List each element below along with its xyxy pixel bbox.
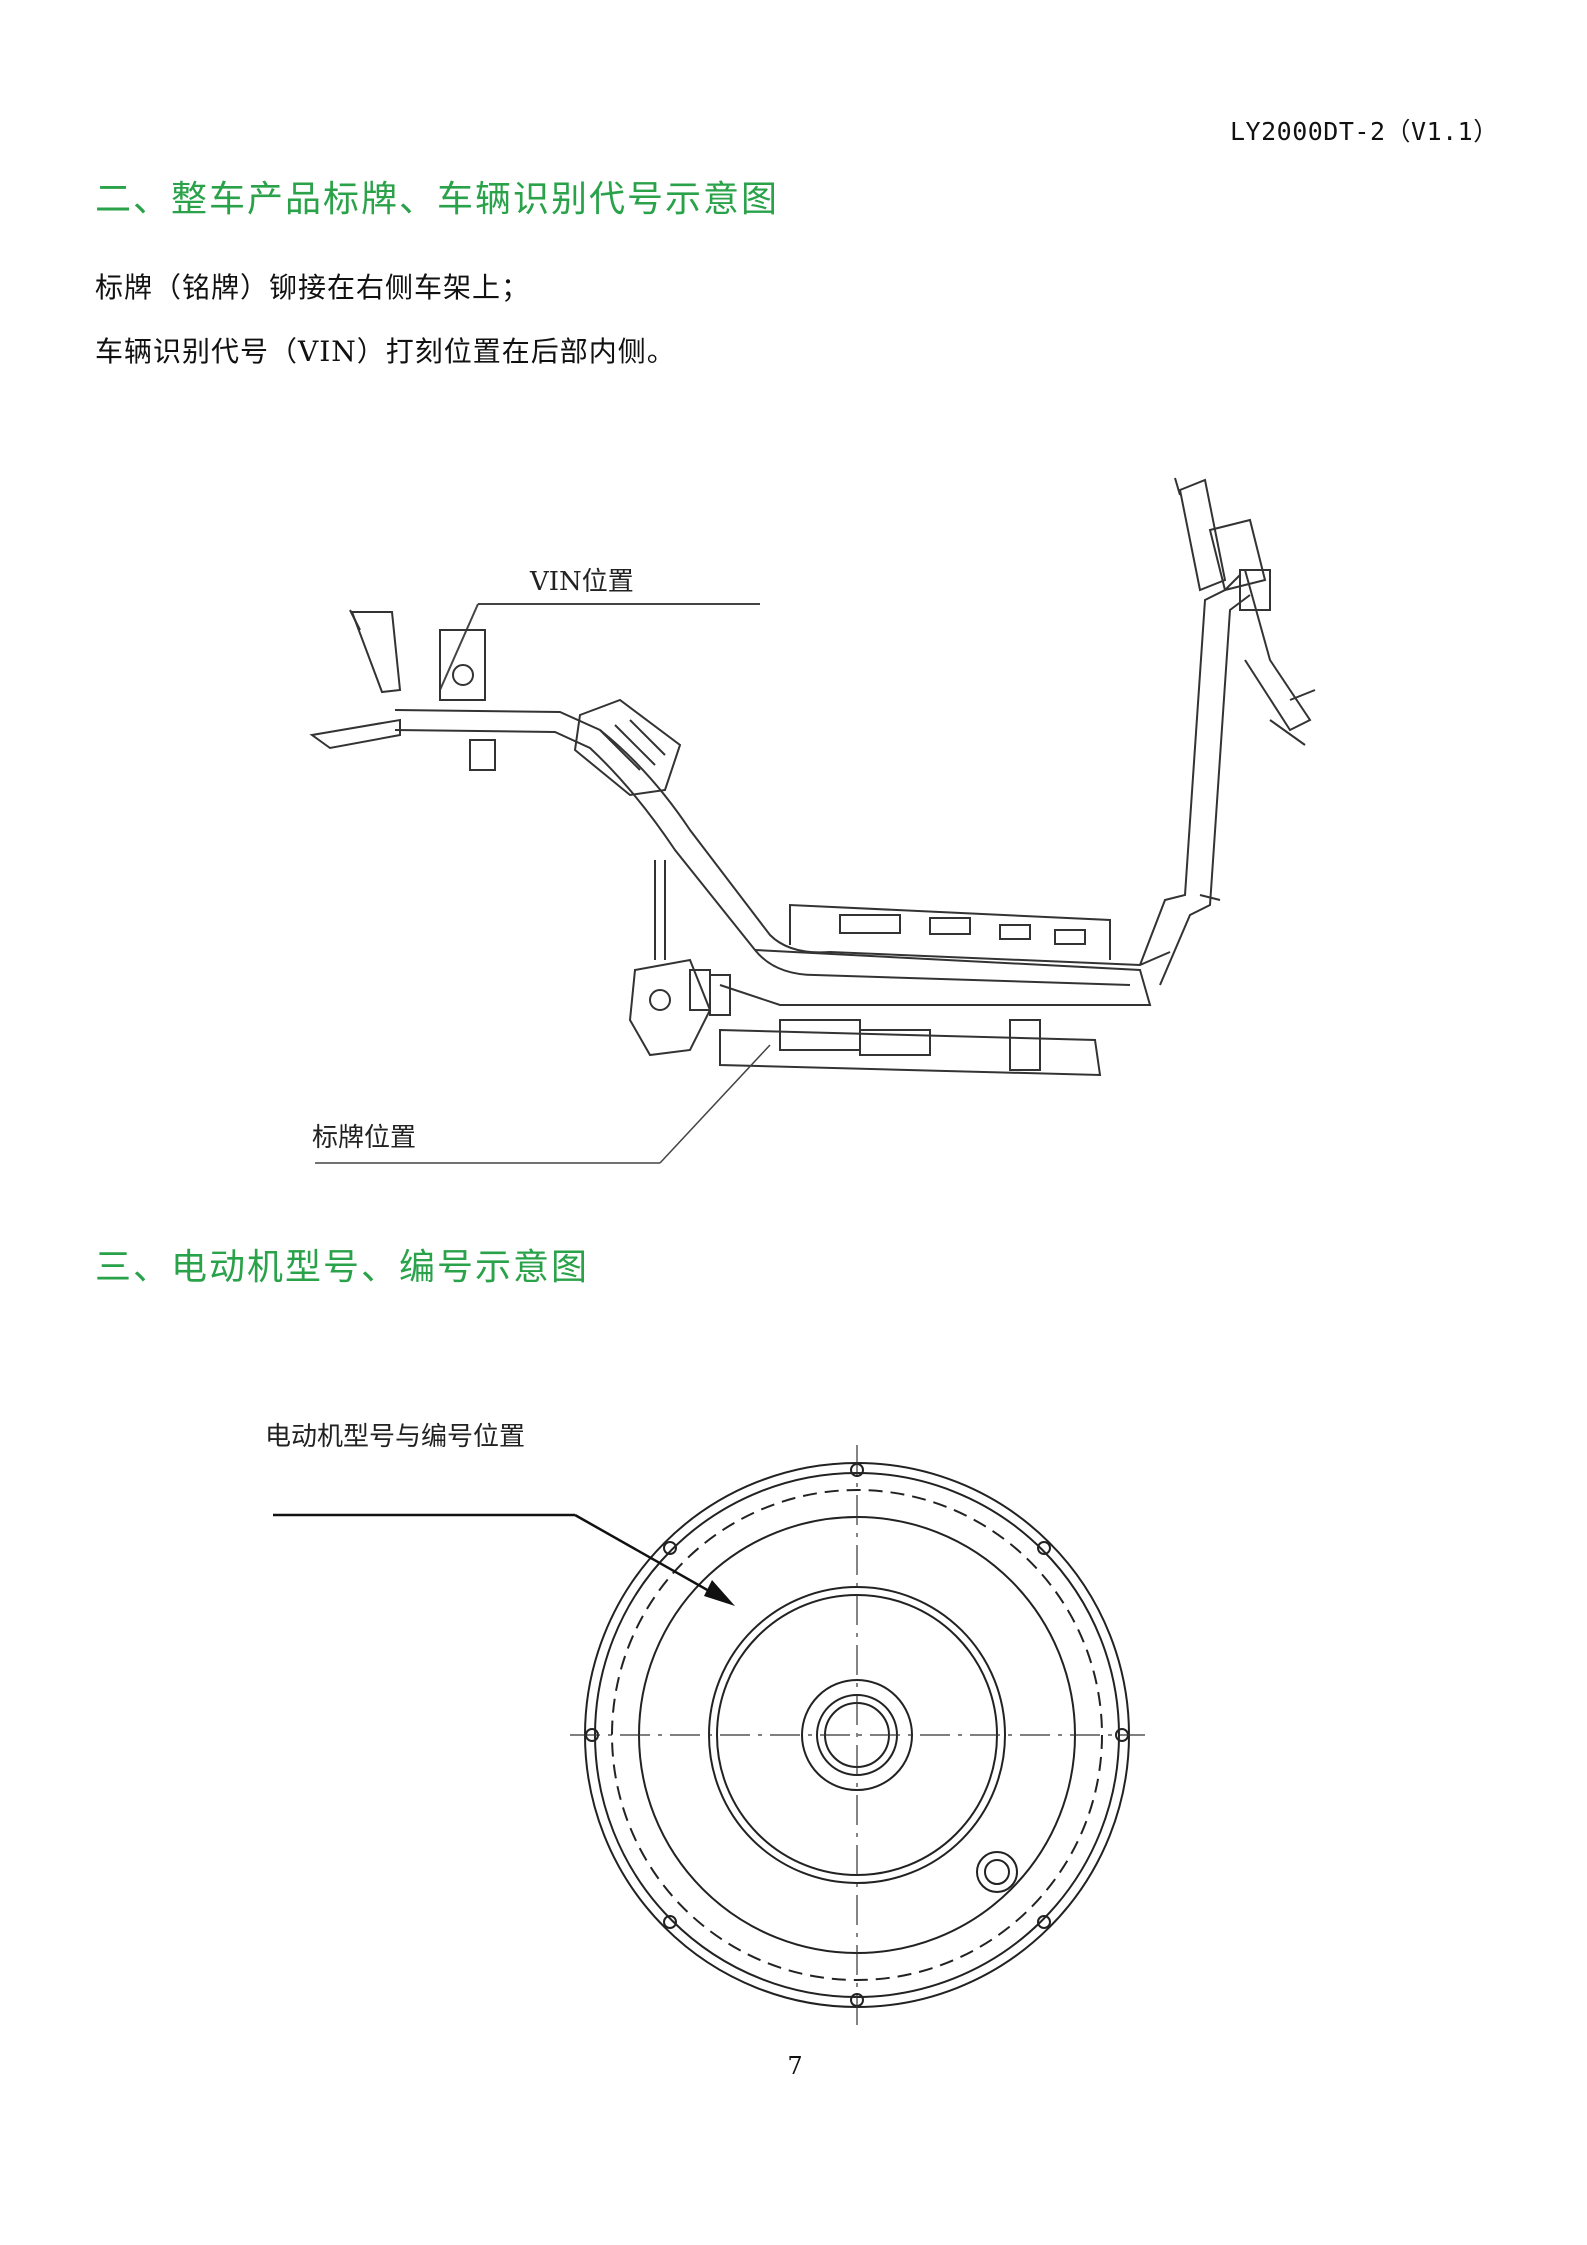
- vin-location-text: 车辆识别代号（VIN）打刻位置在后部内侧。: [95, 335, 676, 368]
- vin-position-label: VIN位置: [529, 567, 634, 597]
- page-number: 7: [787, 2052, 803, 2080]
- motor-position-label: 电动机型号与编号位置: [265, 1422, 525, 1452]
- section-2-title: 二、整车产品标牌、车辆识别代号示意图: [95, 179, 780, 220]
- plate-location-text: 标牌（铭牌）铆接在右侧车架上；: [95, 271, 531, 304]
- document-code: LY2000DT-2（V1.1）: [1230, 117, 1499, 146]
- plate-position-label: 标牌位置: [312, 1123, 416, 1153]
- section-3-title: 三、电动机型号、编号示意图: [95, 1247, 590, 1288]
